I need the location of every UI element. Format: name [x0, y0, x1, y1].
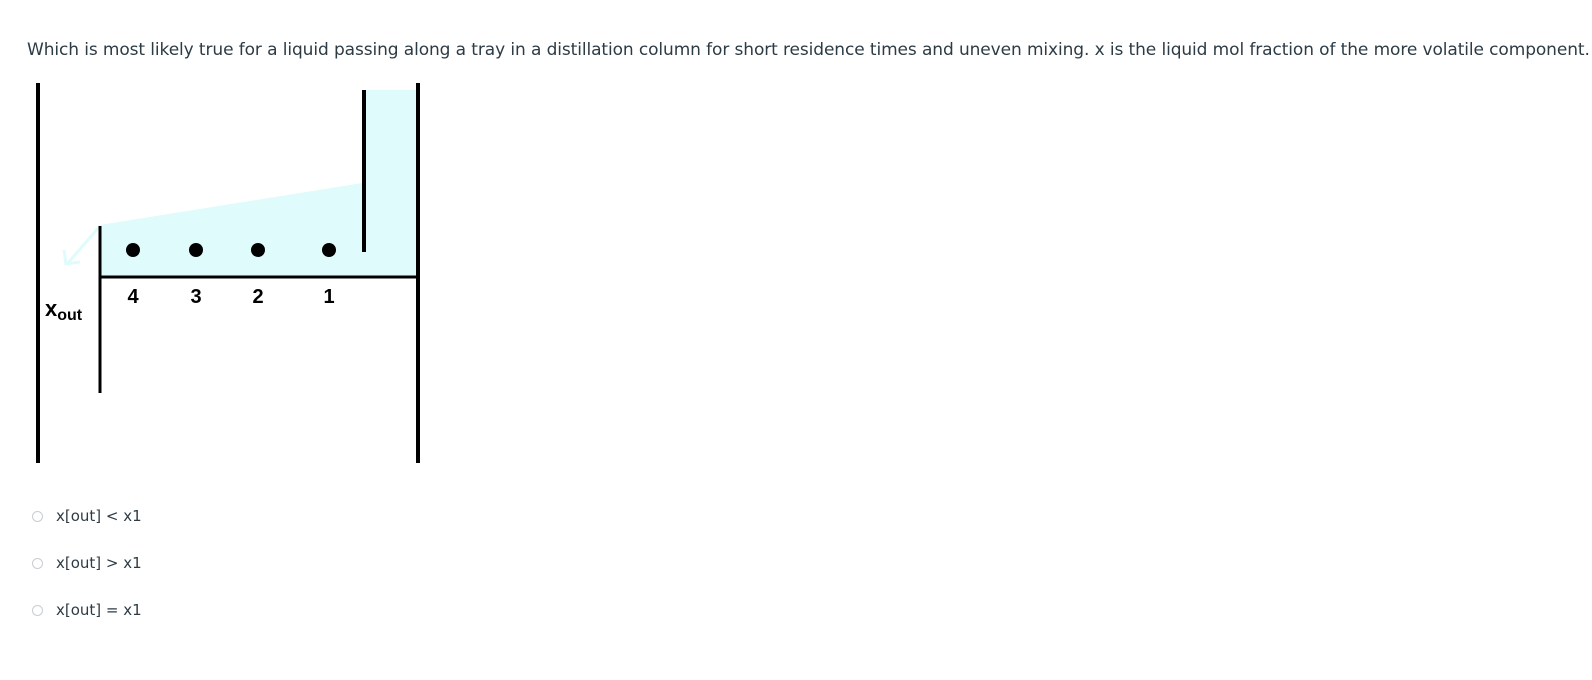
radio-button[interactable] [32, 510, 43, 522]
outlet-flow-arrowhead [62, 249, 81, 266]
outlet-label-main: x [45, 296, 58, 321]
tray-point-label: 3 [190, 286, 201, 308]
tray-liquid [100, 90, 416, 276]
tray-point-label: 1 [323, 286, 334, 308]
tray-point-2 [251, 243, 265, 257]
answer-label: x[out] = x1 [56, 601, 142, 619]
answer-option-2[interactable]: x[out] > x1 [32, 549, 142, 577]
tray-point-4 [126, 243, 140, 257]
outlet-flow-arrow [66, 225, 102, 264]
answer-option-3[interactable]: x[out] = x1 [32, 596, 142, 624]
tray-point-3 [189, 243, 203, 257]
outlet-label-sub: out [57, 307, 83, 324]
radio-button[interactable] [32, 604, 43, 616]
answer-label: x[out] < x1 [56, 507, 142, 525]
answer-choices: x[out] < x1 x[out] > x1 x[out] = x1 [32, 502, 142, 643]
distillation-tray-diagram: 4 3 2 1 xout [36, 83, 420, 463]
radio-button[interactable] [32, 557, 43, 569]
tray-point-label: 2 [252, 286, 263, 308]
answer-label: x[out] > x1 [56, 554, 142, 572]
tray-point-label: 4 [127, 286, 139, 308]
question-text: Which is most likely true for a liquid p… [27, 40, 1590, 60]
tray-point-1 [322, 243, 336, 257]
answer-option-1[interactable]: x[out] < x1 [32, 502, 142, 530]
outlet-label: xout [45, 296, 83, 324]
